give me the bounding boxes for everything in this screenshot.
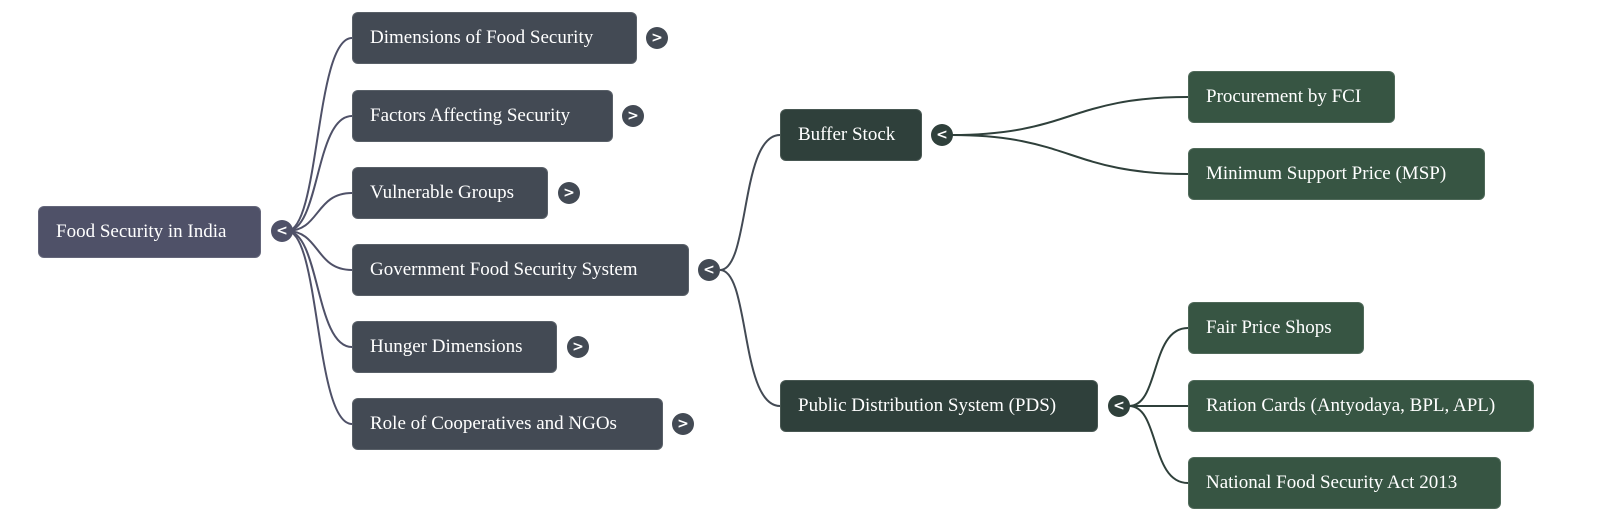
link-pds-to-fairprice (1128, 327, 1189, 407)
leaf-procurement-fci[interactable]: Procurement by FCI (1188, 71, 1395, 123)
branch-node-factors[interactable]: Factors Affecting Security (352, 90, 613, 142)
collapse-toggle-icon[interactable]: < (271, 220, 293, 242)
branch-label: Role of Cooperatives and NGOs (370, 413, 617, 434)
link-root-to-factors (286, 115, 353, 232)
link-root-to-government (286, 230, 353, 271)
branch-node-dimensions[interactable]: Dimensions of Food Security (352, 12, 637, 64)
leaf-label: Procurement by FCI (1206, 86, 1362, 107)
leaf-msp[interactable]: Minimum Support Price (MSP) (1188, 148, 1485, 200)
branch-label: Hunger Dimensions (370, 336, 523, 357)
link-root-to-vulnerable (286, 192, 353, 232)
leaf-label: Fair Price Shops (1206, 317, 1332, 338)
expand-toggle-icon[interactable]: > (646, 27, 668, 49)
subnode-label: Public Distribution System (PDS) (798, 395, 1057, 416)
leaf-label: National Food Security Act 2013 (1206, 472, 1458, 493)
leaf-ration-cards[interactable]: Ration Cards (Antyodaya, BPL, APL) (1188, 380, 1534, 432)
branch-node-cooperatives[interactable]: Role of Cooperatives and NGOs (352, 398, 663, 450)
branch-node-vulnerable[interactable]: Vulnerable Groups (352, 167, 548, 219)
branch-label: Vulnerable Groups (370, 182, 514, 203)
branch-label: Factors Affecting Security (370, 105, 571, 126)
leaf-label: Ration Cards (Antyodaya, BPL, APL) (1206, 395, 1496, 416)
collapse-toggle-icon[interactable]: < (931, 124, 953, 146)
leaf-label: Minimum Support Price (MSP) (1206, 163, 1447, 184)
link-government-to-buffer (719, 134, 781, 271)
root-node[interactable]: Food Security in India (38, 206, 261, 258)
leaf-nfsa-2013[interactable]: National Food Security Act 2013 (1188, 457, 1501, 509)
leaf-fair-price-shops[interactable]: Fair Price Shops (1188, 302, 1364, 354)
link-root-to-cooperatives (286, 230, 353, 425)
branch-label: Dimensions of Food Security (370, 27, 594, 48)
expand-toggle-icon[interactable]: > (567, 336, 589, 358)
link-government-to-pds (719, 269, 781, 407)
collapse-toggle-icon[interactable]: < (698, 259, 720, 281)
link-buffer-to-procurement (951, 96, 1189, 136)
link-root-to-hunger (286, 230, 353, 348)
branch-label: Government Food Security System (370, 259, 638, 280)
link-root-to-dimensions (286, 37, 353, 232)
link-pds-to-nfsa (1128, 405, 1189, 484)
expand-toggle-icon[interactable]: > (622, 105, 644, 127)
expand-toggle-icon[interactable]: > (558, 182, 580, 204)
subnode-pds[interactable]: Public Distribution System (PDS) (780, 380, 1098, 432)
subnode-label: Buffer Stock (798, 124, 896, 145)
branch-node-government[interactable]: Government Food Security System (352, 244, 689, 296)
subnode-buffer-stock[interactable]: Buffer Stock (780, 109, 922, 161)
expand-toggle-icon[interactable]: > (672, 413, 694, 435)
branch-node-hunger[interactable]: Hunger Dimensions (352, 321, 557, 373)
collapse-toggle-icon[interactable]: < (1108, 395, 1130, 417)
link-buffer-to-msp (951, 134, 1189, 175)
root-node-label: Food Security in India (56, 221, 227, 242)
